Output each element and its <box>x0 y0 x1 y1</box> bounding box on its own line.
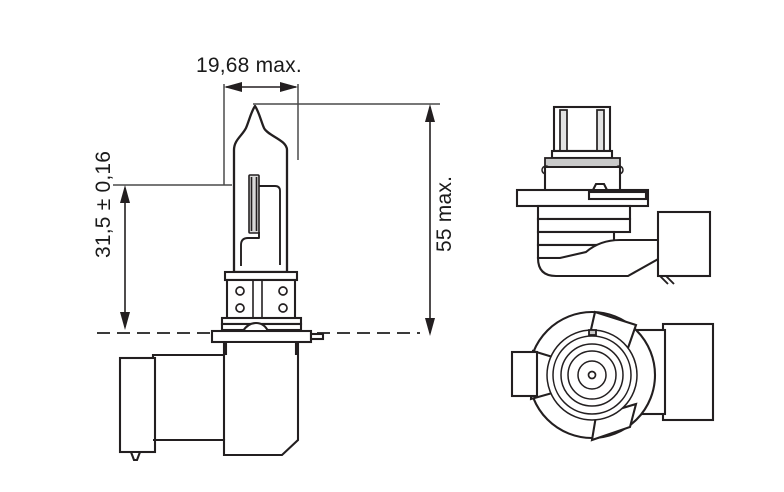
filament <box>248 174 260 234</box>
dim-label-width: 19,68 max. <box>196 54 302 77</box>
connector-left-tab-notch <box>129 450 142 462</box>
flange-key-tab <box>309 332 325 341</box>
arrow-bottom <box>120 312 130 330</box>
base-flange <box>210 329 313 344</box>
end-connector-block <box>661 322 715 422</box>
main-view <box>118 104 325 462</box>
arrow-top <box>425 104 435 122</box>
dimension-height-left: 31,5 ± 0,16 <box>92 151 232 330</box>
dimension-height-right: 55 max. <box>253 103 456 336</box>
side-detail-view <box>515 105 712 285</box>
connector-end-block <box>656 210 712 278</box>
terminal-base-plate <box>550 149 614 160</box>
terminal-post-right <box>596 109 605 152</box>
support-wire-lower <box>240 232 260 266</box>
base-hole-top-right <box>278 286 288 296</box>
inner-key-mark <box>588 329 597 336</box>
arrow-top <box>120 185 130 203</box>
flange-bump <box>241 321 270 333</box>
dim-label-height-right: 55 max. <box>433 176 456 252</box>
flange-stack-1 <box>536 204 632 221</box>
end-on-view <box>510 310 715 442</box>
wide-flange-inner <box>587 190 648 201</box>
base-hole-bottom-left <box>235 303 245 313</box>
center-pin <box>587 370 597 380</box>
base-hole-bottom-right <box>278 303 288 313</box>
arrow-left <box>224 82 242 92</box>
base-collar-top <box>223 270 299 282</box>
dimension-width-top: 19,68 max. <box>196 54 302 185</box>
arrow-bottom <box>425 318 435 336</box>
connector-body <box>151 340 300 457</box>
base-hole-top-left <box>235 286 245 296</box>
side-body-block <box>543 165 622 192</box>
dim-label-height-left: 31,5 ± 0,16 <box>92 151 115 258</box>
connector-left-tab <box>118 356 157 454</box>
arrow-right <box>280 82 298 92</box>
connector-tail-wire <box>659 275 675 285</box>
upper-flange-band <box>544 157 621 168</box>
glass-envelope <box>232 104 289 274</box>
base-body <box>225 278 297 325</box>
locking-tab-left-block <box>510 350 539 398</box>
locking-tab-bottom <box>590 402 638 442</box>
terminal-post-left <box>559 109 568 152</box>
flange-stack-2 <box>536 217 632 234</box>
flange-notch-detail <box>591 182 609 192</box>
